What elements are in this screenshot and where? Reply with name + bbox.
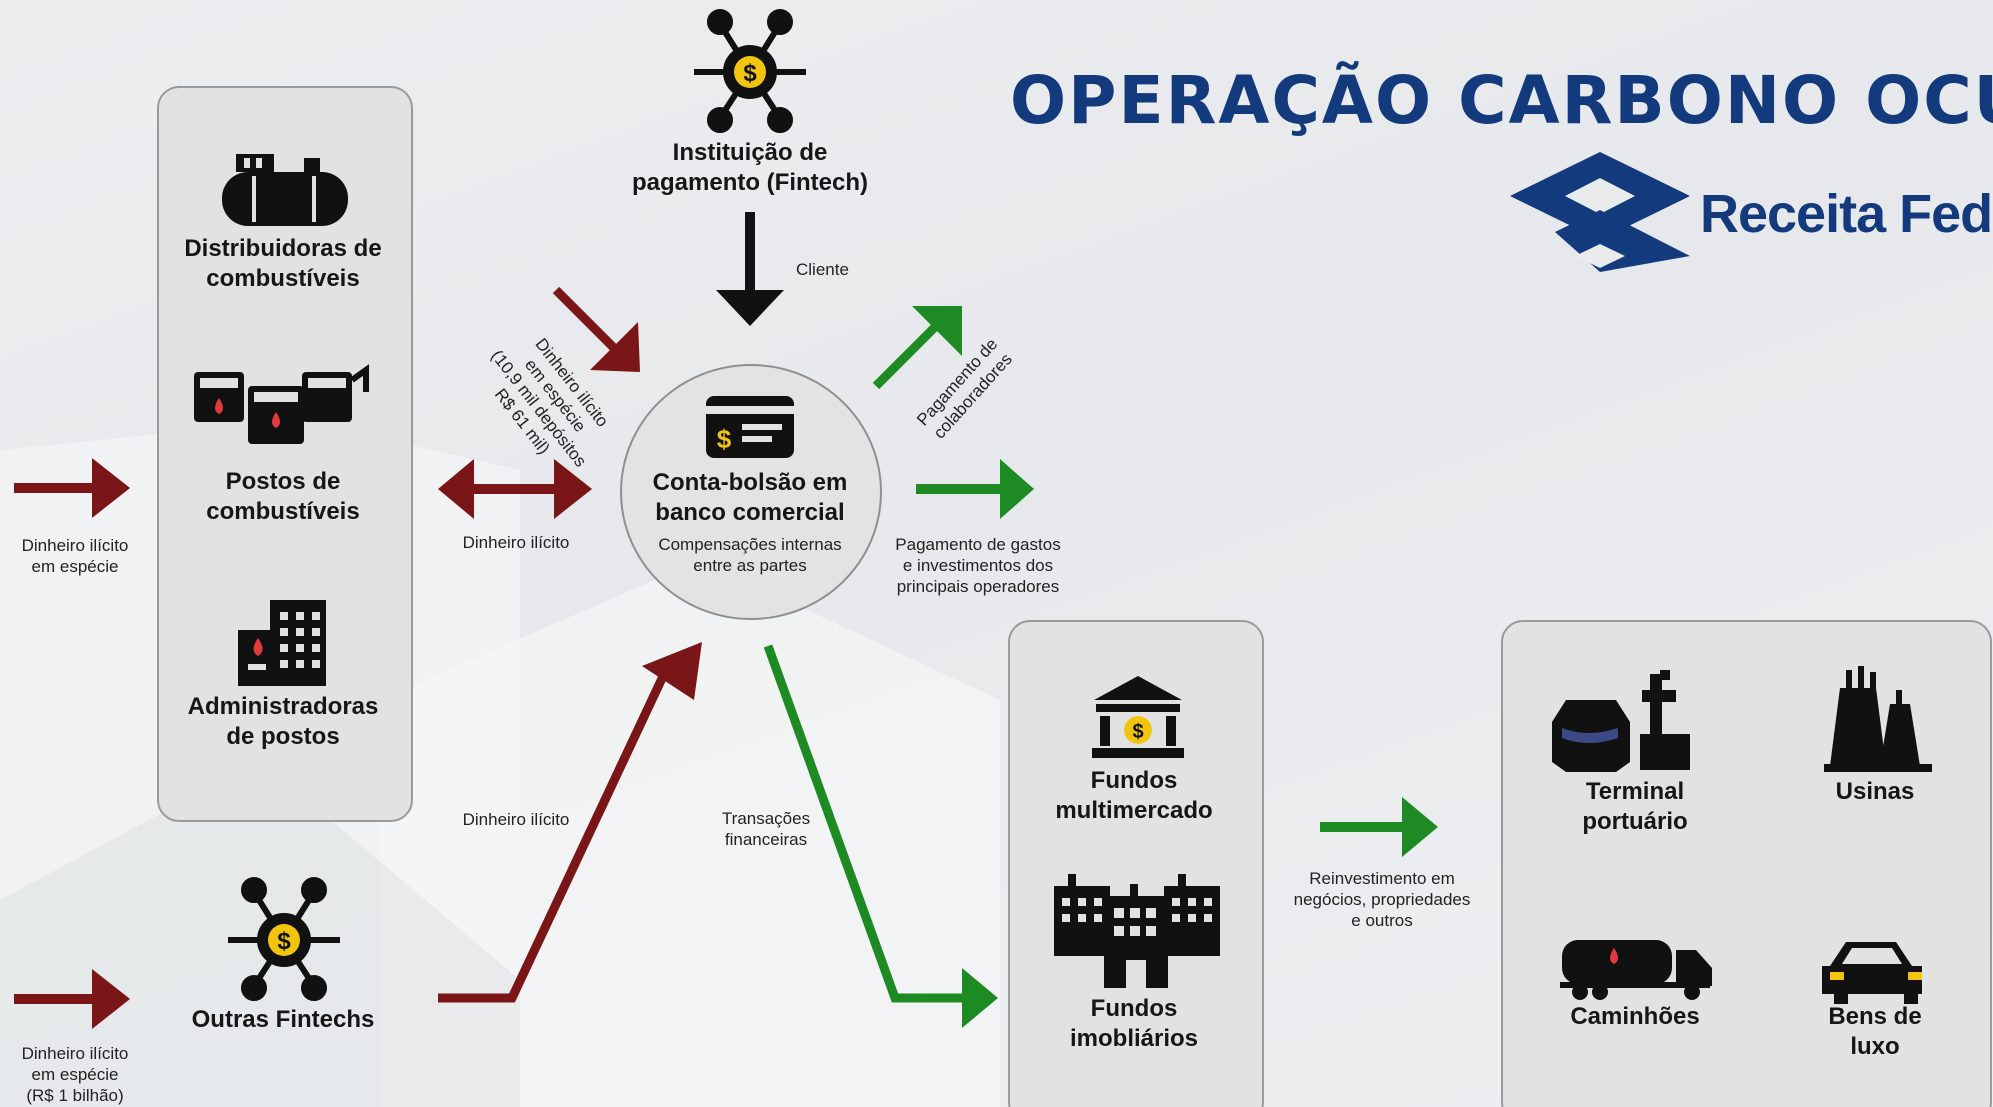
other-fintechs-network-icon: $: [228, 877, 340, 1001]
fintech-label: Instituição de pagamento (Fintech): [631, 139, 868, 196]
operators-payment-arrow: [916, 459, 1034, 519]
financial-transactions-arrow: [763, 644, 998, 1028]
card-dollar-icon: $: [706, 396, 794, 458]
reinvestment-arrow: [1320, 797, 1438, 857]
svg-text:$: $: [743, 60, 757, 87]
tanker-truck-icon: [1560, 940, 1712, 1000]
svg-text:$: $: [277, 928, 291, 955]
illicit-cash-arrow-bottom: [14, 969, 130, 1029]
fuel-tank-icon: [222, 154, 348, 226]
funds-panel: [1008, 620, 1264, 1107]
power-plant-icon: [1824, 666, 1932, 772]
illicit-cash-arrow-left: [14, 458, 130, 518]
gas-station-icon: [194, 364, 369, 444]
illicit-deposits-arrow: [552, 286, 640, 372]
buildings-icon: [1054, 874, 1220, 988]
svg-text:$: $: [1132, 721, 1143, 743]
power-plants-label: Usinas: [1835, 778, 1915, 805]
bank-dollar-icon: $: [1092, 676, 1184, 758]
office-building-icon: [238, 600, 326, 686]
luxury-car-icon: [1822, 942, 1922, 1004]
illicit-cash-up-arrow: [438, 642, 702, 1003]
client-arrow: [716, 212, 784, 326]
illicit-up-arrow-label: Dinheiro ilícito: [462, 810, 570, 829]
trucks-label: Caminhões: [1570, 1003, 1700, 1030]
port-terminal-icon: [1552, 670, 1690, 772]
page-title: OPERAÇÃO CARBONO OCULTO: [1010, 62, 1993, 139]
fintech-network-icon: $: [694, 9, 806, 133]
brand-name: Receita Feder: [1700, 184, 1993, 244]
client-arrow-label: Cliente: [796, 260, 849, 279]
illicit-double-arrow-label: Dinheiro ilícito: [462, 533, 570, 552]
collaborators-payment-arrow: [872, 306, 962, 390]
svg-text:$: $: [717, 424, 732, 454]
illicit-cash-double-arrow: [438, 459, 592, 519]
other-fintechs-label: Outras Fintechs: [191, 1006, 375, 1033]
